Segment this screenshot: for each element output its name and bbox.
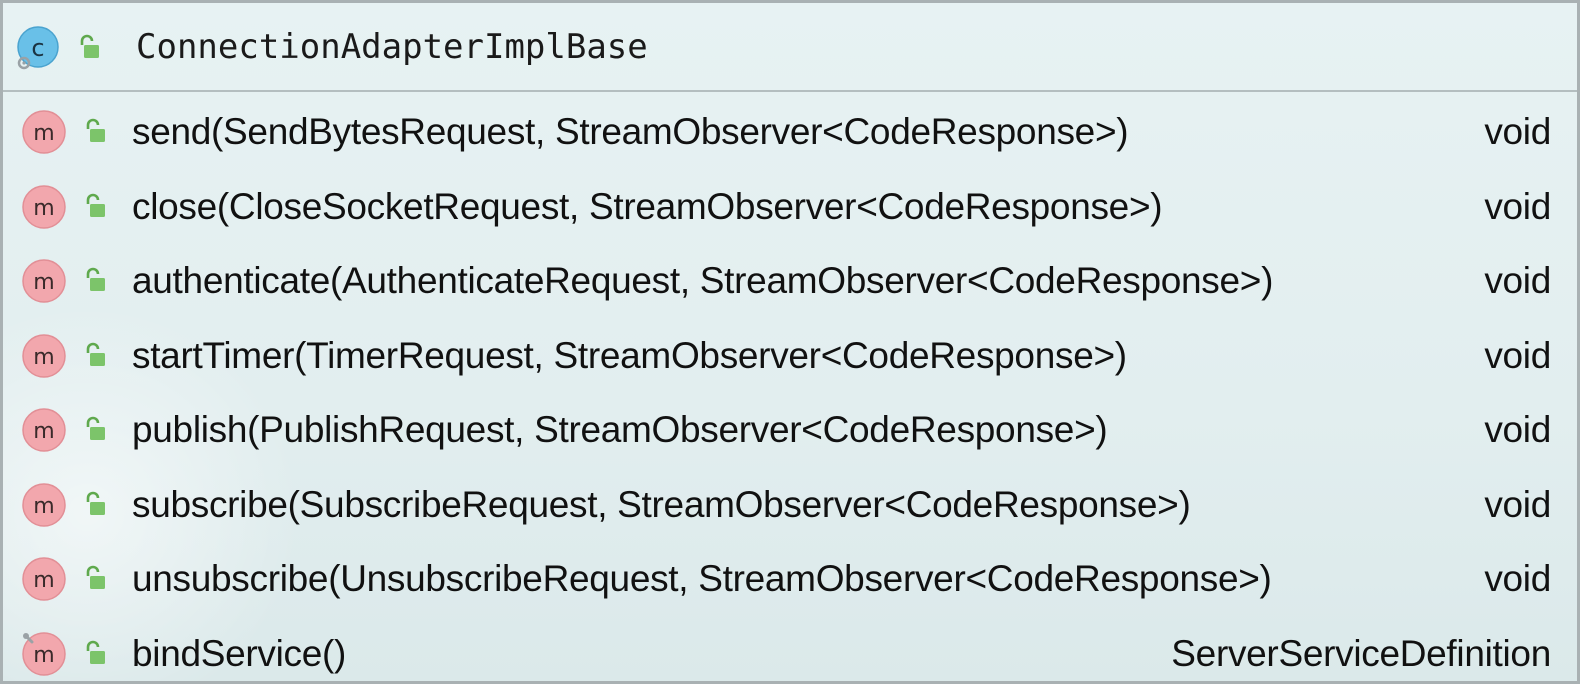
class-header: c ConnectionAdapterImplBase [3, 3, 1577, 92]
method-icon: m [22, 333, 66, 378]
svg-text:m: m [33, 494, 54, 519]
method-row: m bindService() ServerServiceDefinition [3, 615, 1577, 682]
method-row: m send(SendBytesRequest, StreamObserver<C… [3, 93, 1577, 167]
method-signature: close(CloseSocketRequest, StreamObserver… [132, 185, 1163, 227]
class-icon: c [17, 26, 59, 70]
svg-text:m: m [33, 121, 54, 146]
method-return-type: ServerServiceDefinition [1171, 632, 1551, 674]
lock-icon [86, 267, 105, 291]
svg-text:m: m [33, 643, 54, 668]
method-icon: m [22, 557, 66, 601]
svg-text:c: c [31, 34, 44, 62]
method-signature: unsubscribe(UnsubscribeRequest, StreamOb… [132, 558, 1272, 599]
method-icon: m [22, 482, 66, 527]
lock-icon [86, 342, 105, 366]
method-row: m publish(PublishRequest, StreamObserver<… [3, 391, 1577, 465]
method-return-type: void [1484, 185, 1551, 227]
method-icon: m [22, 631, 66, 676]
method-return-type: void [1484, 111, 1551, 152]
svg-text:m: m [33, 419, 54, 444]
method-signature: send(SendBytesRequest, StreamObserver<Co… [132, 111, 1129, 152]
method-icon: m [22, 408, 66, 452]
lock-icon [86, 565, 105, 589]
method-signature: bindService() [132, 632, 347, 674]
method-row: m close(CloseSocketRequest, StreamObserve… [3, 168, 1577, 242]
lock-icon [80, 34, 99, 58]
svg-text:m: m [33, 568, 54, 593]
method-return-type: void [1484, 334, 1551, 376]
method-signature: publish(PublishRequest, StreamObserver<C… [132, 409, 1108, 450]
class-name: ConnectionAdapterImplBase [136, 27, 648, 67]
lock-icon [86, 193, 105, 217]
lock-icon [86, 491, 105, 515]
svg-text:m: m [33, 270, 54, 295]
method-return-type: void [1484, 409, 1551, 450]
method-signature: authenticate(AuthenticateRequest, Stream… [132, 260, 1274, 301]
lock-icon [86, 416, 105, 440]
method-icon: m [22, 110, 66, 154]
svg-text:m: m [33, 196, 54, 221]
method-row: m subscribe(SubscribeRequest, StreamObser… [3, 466, 1577, 540]
method-icon: m [22, 184, 66, 229]
method-signature: startTimer(TimerRequest, StreamObserver<… [132, 334, 1127, 376]
lock-icon [86, 118, 105, 142]
method-row: m authenticate(AuthenticateRequest, Strea… [3, 242, 1577, 316]
lock-icon [86, 640, 105, 664]
method-signature: subscribe(SubscribeRequest, StreamObserv… [132, 483, 1191, 525]
method-icon: m [22, 259, 66, 303]
method-return-type: void [1484, 260, 1551, 301]
method-return-type: void [1484, 483, 1551, 525]
method-row: m unsubscribe(UnsubscribeRequest, StreamO… [3, 540, 1577, 614]
svg-text:m: m [33, 345, 54, 370]
method-row: m startTimer(TimerRequest, StreamObserver… [3, 317, 1577, 391]
method-return-type: void [1484, 558, 1551, 599]
